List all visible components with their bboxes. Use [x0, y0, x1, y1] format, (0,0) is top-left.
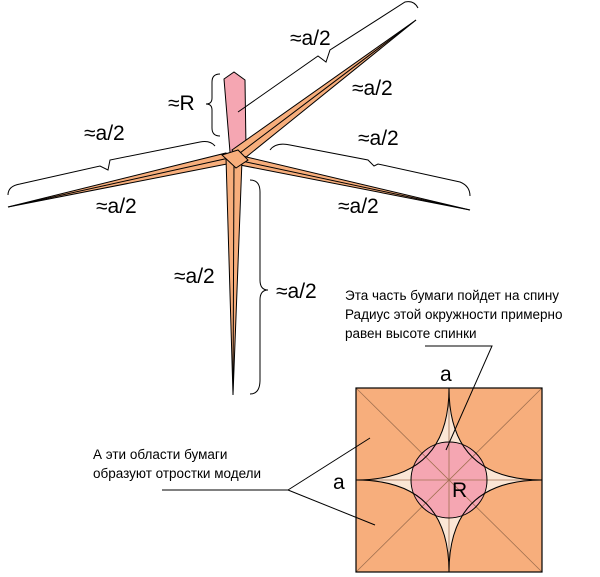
callout-spine: Эта часть бумаги пойдет на спину Радиус … — [345, 288, 563, 451]
brace-right-lower — [269, 143, 471, 197]
leg-right-lower-fold — [236, 159, 471, 211]
crease-pattern — [355, 387, 543, 573]
label-a-half-7: ≈a/2 — [174, 265, 215, 288]
brace-r — [205, 73, 221, 137]
label-side-a-left: a — [333, 471, 345, 494]
label-a-half-8: ≈a/2 — [276, 280, 317, 303]
note-spine-line-1: Эта часть бумаги пойдет на спину — [345, 288, 559, 303]
curve-bottom-left — [355, 479, 450, 573]
leg-bottom-fold — [232, 159, 235, 396]
pointer-legs-down — [287, 489, 376, 526]
note-legs-line-1: А эти области бумаги — [93, 447, 227, 462]
label-circle-r: R — [452, 479, 467, 502]
curve-top-right — [448, 387, 543, 481]
folded-model — [7, 19, 471, 396]
label-a-half-4: ≈a/2 — [358, 127, 399, 150]
leg-left-upper-fold — [7, 157, 230, 208]
label-r: ≈R — [168, 92, 195, 115]
label-a-half-5: ≈a/2 — [96, 195, 137, 218]
pointer-spine — [425, 345, 493, 451]
dimension-labels: ≈a/2 ≈a/2 ≈R ≈a/2 ≈a/2 ≈a/2 ≈a/2 ≈a/2 ≈a… — [84, 27, 399, 303]
curve-bottom-right — [448, 479, 543, 573]
brace-left-upper — [7, 141, 216, 196]
label-a-half-2: ≈a/2 — [352, 77, 393, 100]
brace-bottom — [249, 179, 269, 395]
note-spine-line-3: равен высоте спинки — [345, 326, 477, 341]
label-a-half-6: ≈a/2 — [338, 195, 379, 218]
label-a-half-3: ≈a/2 — [84, 122, 125, 145]
note-spine-line-2: Радиус этой окружности примерно — [345, 307, 563, 322]
square-border — [355, 387, 543, 573]
note-legs-line-2: образуют отростки модели — [93, 466, 261, 481]
leg-right-upper-fold — [235, 19, 417, 157]
curve-top-left — [355, 387, 450, 481]
callout-legs: А эти области бумаги образуют отростки м… — [93, 437, 376, 526]
braces — [7, 1, 471, 395]
label-side-a-top: a — [440, 363, 452, 386]
center-body — [221, 149, 249, 169]
pointer-legs-up — [287, 437, 371, 491]
label-a-half-1: ≈a/2 — [290, 27, 331, 50]
brace-upper-right — [237, 1, 419, 113]
